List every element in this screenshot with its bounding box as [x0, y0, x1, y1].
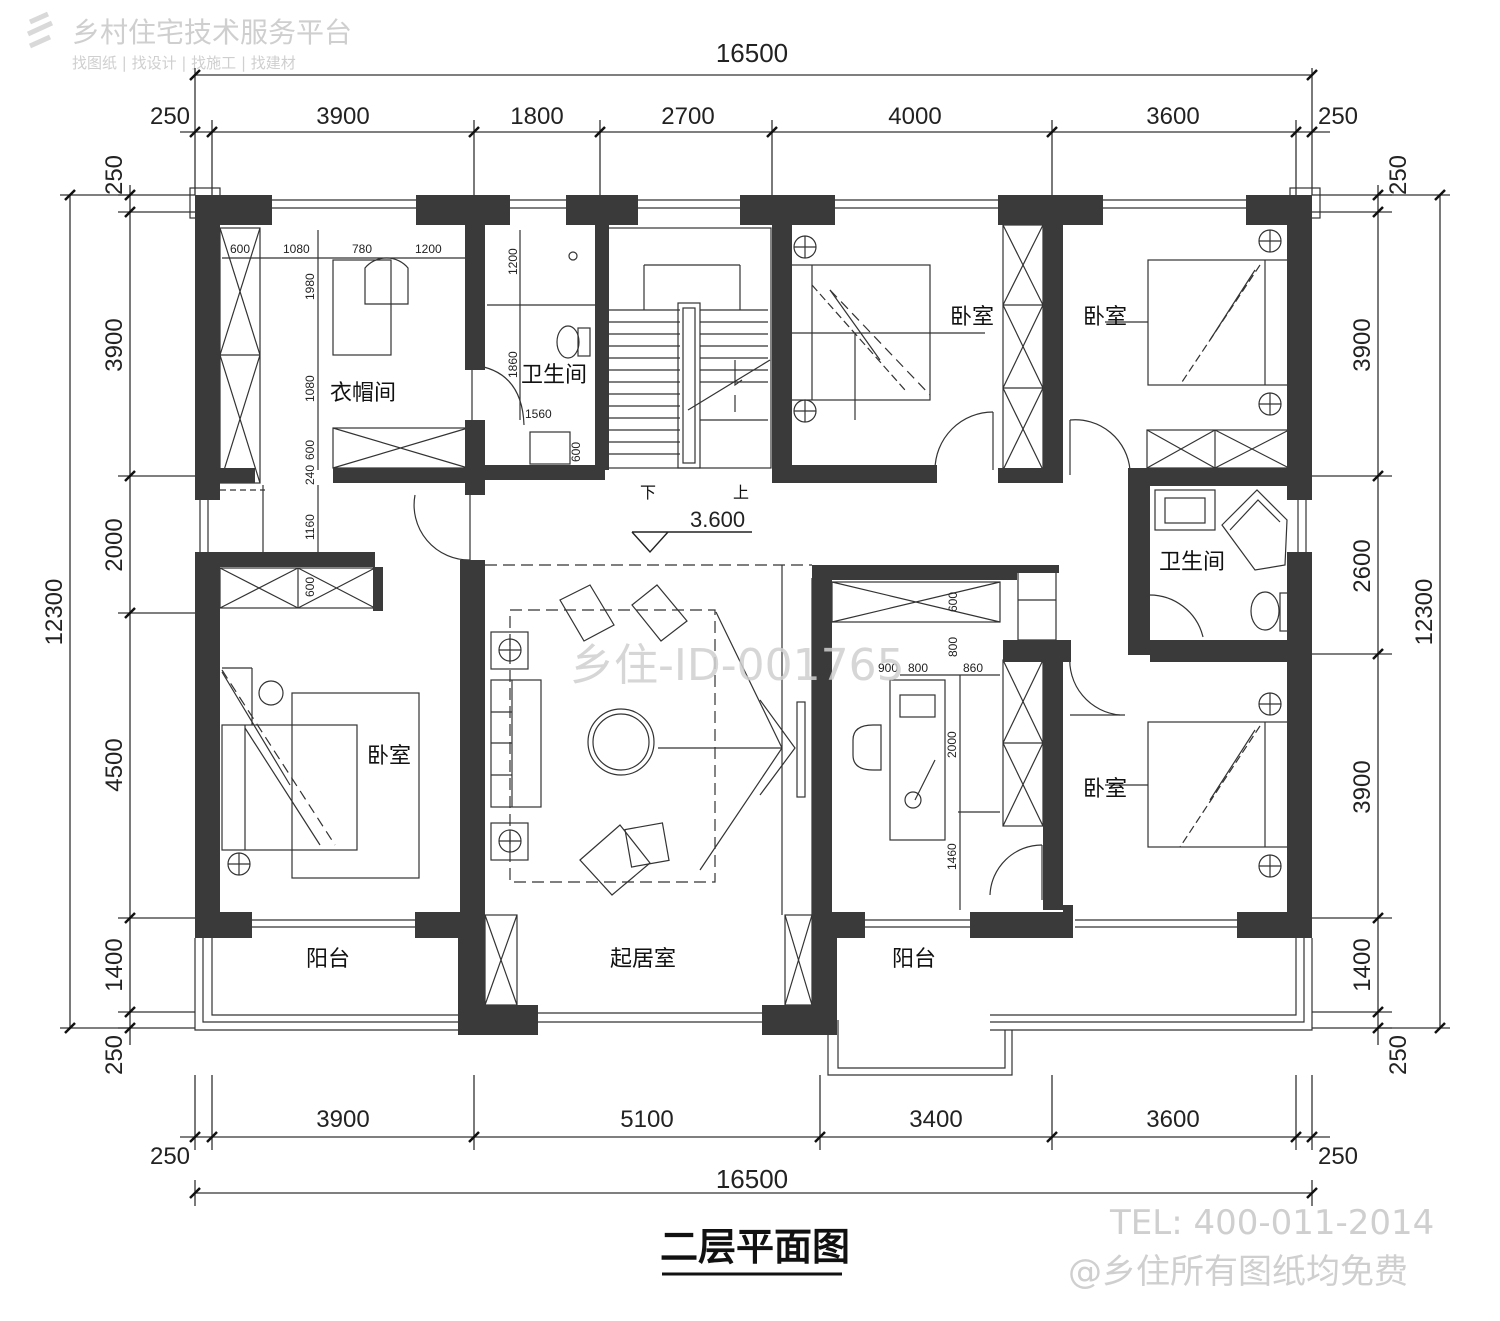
dim-cloak-240: 240	[303, 465, 317, 485]
dim-bottom-2: 3900	[316, 1106, 369, 1133]
dim-top-5: 4000	[888, 103, 941, 130]
dim-study-860: 860	[963, 661, 983, 675]
dim-bath-1200: 1200	[506, 248, 520, 275]
dim-study-600: 600	[946, 592, 960, 612]
label-bedroom-left: 卧室	[367, 744, 411, 769]
dim-cloak-1160: 1160	[303, 514, 317, 540]
elevation-marker	[631, 531, 752, 554]
dim-top-2: 3900	[316, 103, 369, 130]
stair-down-label: 下	[640, 483, 656, 502]
inner-dimensions: 600 1080 780 1200 1980 1080 600 240 1160…	[230, 242, 983, 870]
contact-tel: TEL: 400-011-2014	[1109, 1203, 1434, 1243]
dim-cloak-1080v: 1080	[303, 375, 317, 402]
dim-study-2000: 2000	[945, 731, 959, 758]
dim-left-total: 12300	[41, 579, 68, 646]
dim-bottom-6: 250	[1318, 1143, 1358, 1170]
label-bedroom-top-mid: 卧室	[950, 305, 994, 330]
dim-right-3: 2600	[1349, 539, 1376, 592]
dim-top-4: 2700	[661, 103, 714, 130]
dimension-ticks	[64, 69, 1446, 1199]
dim-bath-1860: 1860	[506, 351, 520, 378]
dim-study-800h: 800	[908, 661, 928, 675]
label-bedroom-right: 卧室	[1083, 777, 1127, 802]
dim-cloak-600: 600	[230, 242, 250, 256]
dim-right-1: 250	[1385, 155, 1412, 195]
dim-right-5: 1400	[1349, 938, 1376, 991]
walls	[195, 195, 1312, 1035]
label-bath-right: 卫生间	[1159, 550, 1225, 575]
dim-left-4: 4500	[101, 738, 128, 791]
dim-cloak-1200: 1200	[415, 242, 442, 256]
dim-left-6: 250	[101, 1035, 128, 1075]
dim-top-3: 1800	[510, 103, 563, 130]
dim-top-1: 250	[150, 103, 190, 130]
dim-study-800: 800	[946, 637, 960, 657]
dim-right-4: 3900	[1349, 760, 1376, 813]
dim-right-6: 250	[1385, 1035, 1412, 1075]
dim-left-2: 3900	[101, 318, 128, 371]
dim-cloak-600b: 600	[303, 577, 317, 597]
dim-cloak-600v: 600	[303, 440, 317, 460]
dim-bottom-4: 3400	[909, 1106, 962, 1133]
stair-up-label: 上	[733, 483, 749, 502]
label-balcony-right: 阳台	[892, 947, 936, 972]
dim-left-5: 1400	[101, 938, 128, 991]
label-bedroom-top-right: 卧室	[1083, 305, 1127, 330]
dim-bottom-1: 250	[150, 1143, 190, 1170]
dim-bottom-3: 5100	[620, 1106, 673, 1133]
label-cloakroom: 衣帽间	[330, 381, 396, 406]
elevation-label: 3.600	[690, 507, 745, 532]
dim-study-1460: 1460	[945, 843, 959, 870]
dim-top-6: 3600	[1146, 103, 1199, 130]
dim-left-3: 2000	[101, 518, 128, 571]
dim-right-2: 3900	[1349, 318, 1376, 371]
watermark-id: 乡住-ID-001765	[570, 640, 905, 691]
dim-cloak-1980: 1980	[303, 273, 317, 300]
dim-cloak-780: 780	[352, 242, 372, 256]
label-living: 起居室	[610, 947, 676, 972]
platform-logo	[26, 11, 54, 49]
furniture-linework	[189, 187, 1321, 1076]
label-balcony-left: 阳台	[306, 947, 350, 972]
dim-bath-600: 600	[569, 442, 583, 462]
dim-study-900: 900	[878, 661, 898, 675]
dimension-lines	[60, 68, 1450, 1206]
dim-bottom-total: 16500	[716, 1164, 788, 1194]
dim-right-total: 12300	[1411, 579, 1438, 646]
platform-name: 乡村住宅技术服务平台	[72, 16, 352, 49]
dim-cloak-1080: 1080	[283, 242, 310, 256]
label-bath-top: 卫生间	[521, 363, 587, 388]
dim-top-7: 250	[1318, 103, 1358, 130]
dim-top-total: 16500	[716, 38, 788, 68]
dim-bottom-5: 3600	[1146, 1106, 1199, 1133]
dim-left-1: 250	[101, 155, 128, 195]
dim-bath-1560: 1560	[525, 407, 552, 421]
plan-title: 二层平面图	[660, 1225, 850, 1269]
free-note: @乡住所有图纸均免费	[1068, 1252, 1408, 1292]
platform-slogan: 找图纸 | 找设计 | 找施工 | 找建材	[72, 54, 296, 72]
